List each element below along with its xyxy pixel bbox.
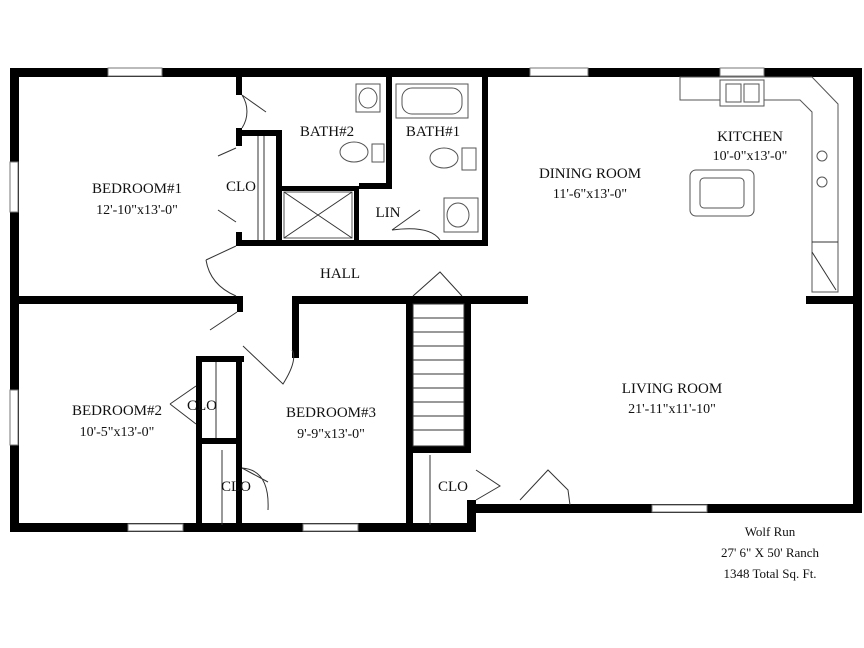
bath-fixtures: [339, 83, 479, 233]
closet-lines: [215, 136, 431, 525]
clo4-label: CLO: [438, 479, 468, 495]
kitchen-dimensions: 10'-0"x13'-0": [713, 149, 788, 164]
stairs: [412, 303, 465, 447]
bedroom2-name: BEDROOM#2: [72, 403, 162, 419]
kitchen-fixtures: [679, 76, 839, 293]
door-swings: [169, 94, 571, 511]
bedroom3-name: BEDROOM#3: [286, 405, 376, 421]
bedroom1-name: BEDROOM#1: [92, 181, 182, 197]
living-room-dimensions: 21'-11"x11'-10": [628, 402, 716, 417]
lin-label: LIN: [376, 205, 401, 221]
bath1-name: BATH#1: [406, 124, 460, 140]
plan-area: 1348 Total Sq. Ft.: [723, 566, 816, 581]
bedroom3-dimensions: 9'-9"x13'-0": [297, 427, 365, 442]
clo2-label: CLO: [187, 398, 217, 414]
living-room-name: LIVING ROOM: [622, 381, 722, 397]
hall-label: HALL: [320, 266, 360, 282]
plan-size: 27' 6" X 50' Ranch: [721, 545, 820, 560]
windows: [9, 67, 765, 532]
shower: [283, 191, 353, 239]
dining-room-name: DINING ROOM: [539, 166, 641, 182]
bedroom2-dimensions: 10'-5"x13'-0": [80, 425, 155, 440]
interior-walls: [10, 77, 862, 532]
bedroom1-dimensions: 12'-10"x13'-0": [96, 203, 178, 218]
clo1-label: CLO: [226, 179, 256, 195]
kitchen-name: KITCHEN: [717, 129, 783, 145]
bath2-name: BATH#2: [300, 124, 354, 140]
dining-room-dimensions: 11'-6"x13'-0": [553, 187, 627, 202]
plan-name: Wolf Run: [745, 524, 796, 539]
clo3-label: CLO: [221, 479, 251, 495]
